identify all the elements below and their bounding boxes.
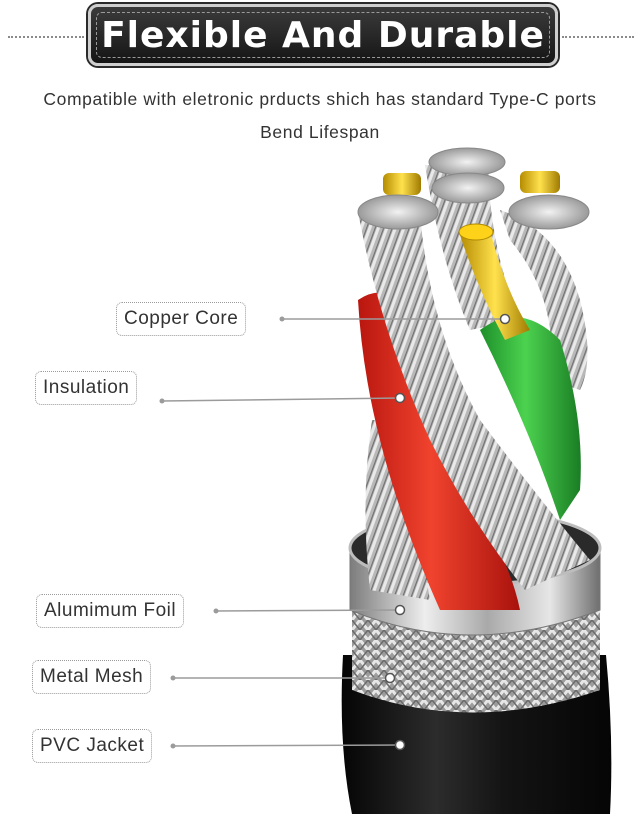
leader-start-copper-core <box>280 317 285 322</box>
label-pvc-jacket: PVC Jacket <box>32 729 152 763</box>
label-copper-core: Copper Core <box>116 302 246 336</box>
leader-start-aluminium-foil <box>214 609 219 614</box>
marker-metal-mesh <box>386 674 395 683</box>
leader-start-pvc-jacket <box>171 744 176 749</box>
strand-end-top <box>429 148 505 176</box>
marker-insulation <box>396 394 405 403</box>
strand-end-right <box>509 195 589 229</box>
leader-aluminium-foil <box>216 610 400 611</box>
leader-pvc-jacket <box>173 745 400 746</box>
marker-pvc-jacket <box>396 741 405 750</box>
leader-start-metal-mesh <box>171 676 176 681</box>
copper-tip-back-right <box>520 171 560 193</box>
leader-start-insulation <box>160 399 165 404</box>
label-aluminium-foil: Alumimum Foil <box>36 594 184 628</box>
marker-aluminium-foil <box>396 606 405 615</box>
label-insulation: Insulation <box>35 371 137 405</box>
leader-insulation <box>162 398 400 401</box>
copper-tip-back-left <box>383 173 421 195</box>
gold-conductor-end <box>459 224 493 240</box>
label-metal-mesh: Metal Mesh <box>32 660 151 694</box>
strand-end-middle <box>432 173 504 203</box>
marker-copper-core <box>501 315 510 324</box>
strand-end-left <box>358 195 438 229</box>
